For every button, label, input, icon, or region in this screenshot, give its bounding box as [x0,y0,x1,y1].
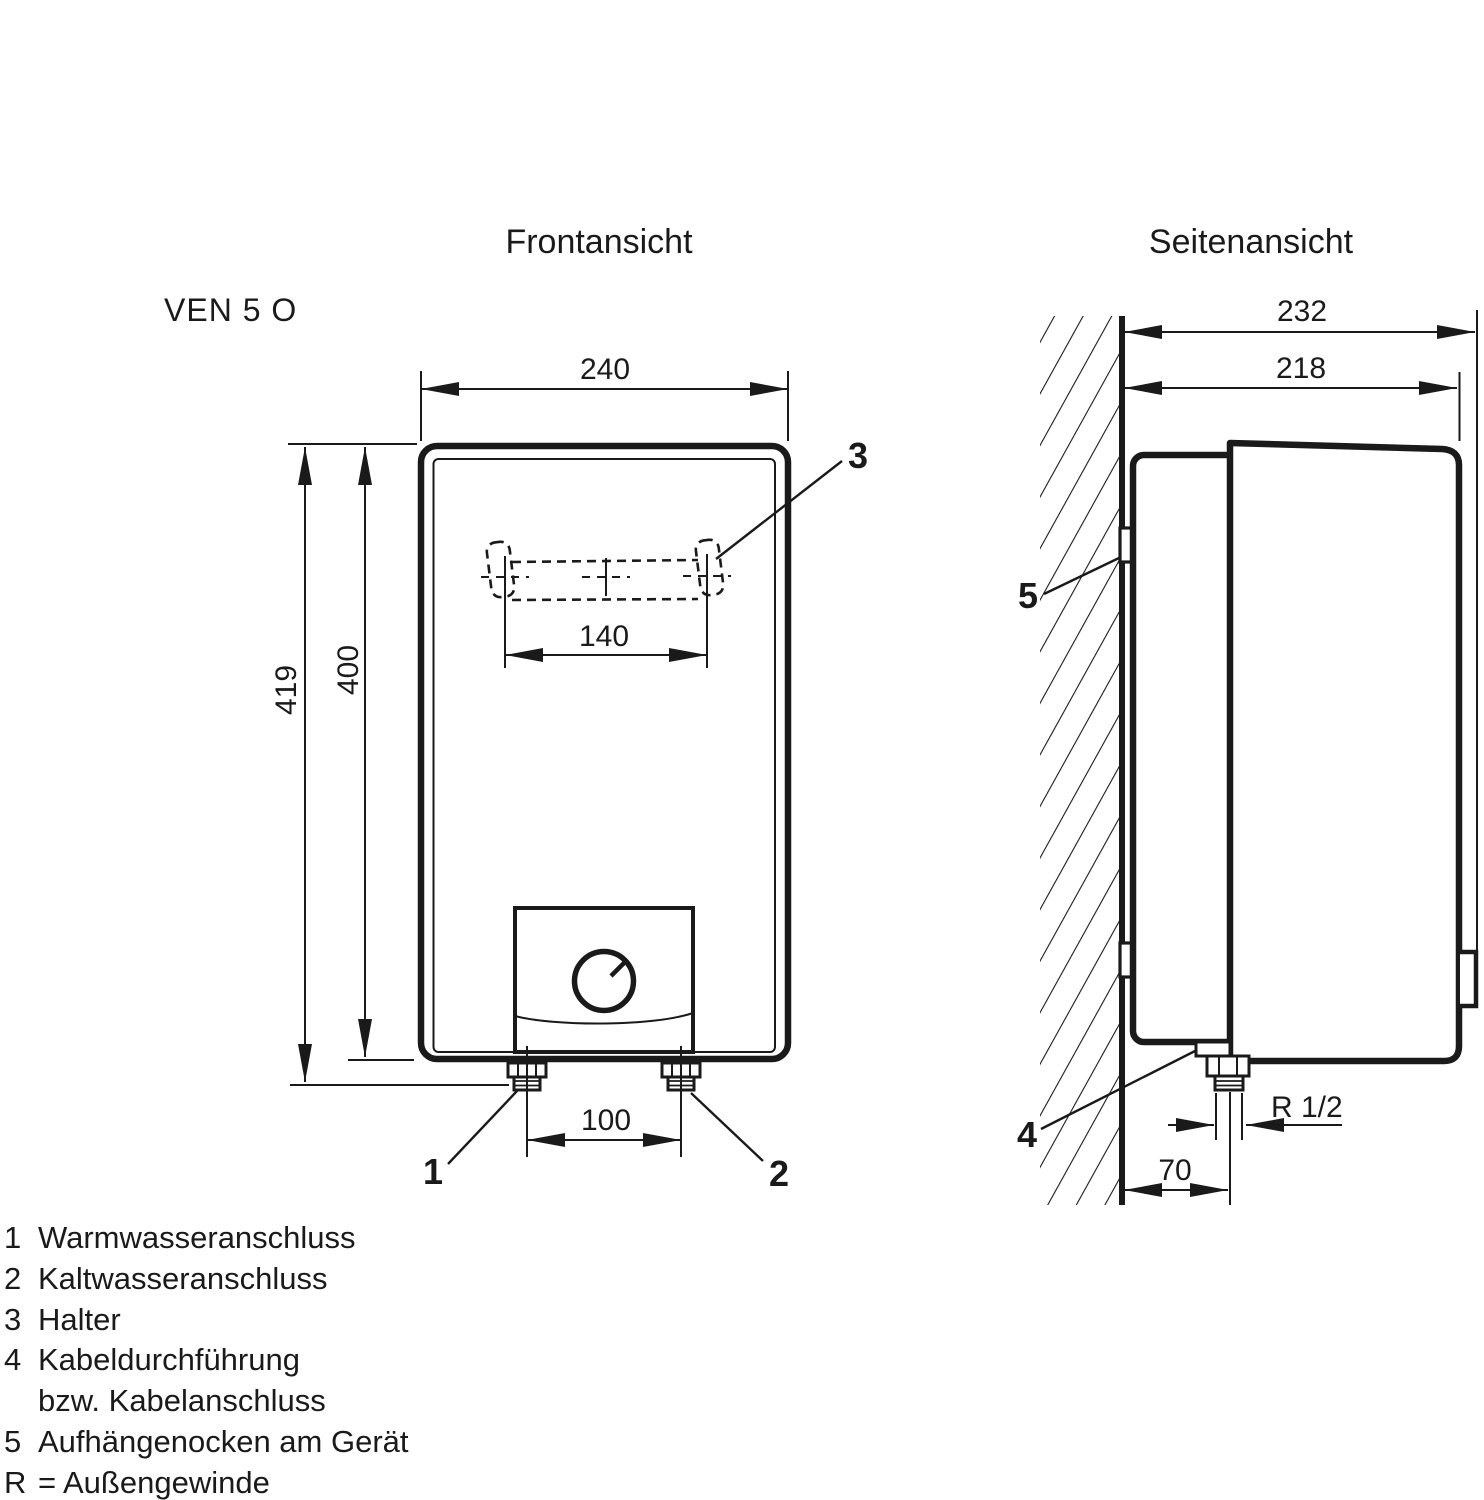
dimension-thread: R 1/2 [1168,1091,1343,1140]
legend-item-key: 2 [4,1260,22,1296]
callout-cam: 5 [1018,575,1038,616]
wall-hatching [1040,316,1121,1205]
panel-wave-line [514,1012,694,1025]
dimension-heights: 419 400 [270,443,509,1086]
callout-cold-water: 2 [769,1153,789,1194]
side-pipe [1205,1054,1251,1092]
dimension-pipes-100: 100 [526,1046,682,1157]
legend-item-text: Kaltwasseranschluss [38,1260,328,1296]
dim-width-label: 240 [580,353,630,386]
dim-depth-total-label: 232 [1277,295,1327,328]
front-view: Frontansicht VEN 5 O [164,223,868,1194]
dim-thread-label: R 1/2 [1271,1091,1343,1124]
legend-item-text: bzw. Kabelanschluss [38,1383,326,1419]
legend-item-key: 3 [4,1301,22,1337]
dim-bracket-label: 140 [579,620,629,653]
callout-1-leader [447,1090,518,1165]
dimension-depth-218: 218 [1124,352,1461,441]
dim-pipe-wall-offset-label: 70 [1158,1154,1191,1187]
callout-hot-water: 1 [423,1151,443,1192]
legend-item-cold-water: 2 Kaltwasseranschluss [4,1259,409,1300]
dimension-width-240: 240 [420,353,789,441]
dim-height-total-label: 419 [270,665,303,715]
callout-4-leader [1040,1048,1198,1131]
front-view-title: Frontansicht [505,223,693,261]
side-view: Seitenansicht 232 [1017,223,1479,1205]
legend-item-key: 5 [4,1423,22,1459]
legend-item-hot-water: 1 Warmwasseranschluss [4,1218,409,1259]
side-view-title: Seitenansicht [1149,223,1354,261]
legend-item-thread: R = Außengewinde [4,1463,409,1500]
dim-height-body-label: 400 [332,645,365,695]
callout-2-leader [690,1092,764,1162]
legend-item-text: = Außengewinde [38,1464,270,1500]
legend-item-text: Kabeldurchführung [38,1342,300,1378]
callout-5-leader [1043,556,1120,596]
cable-entry [1194,1040,1232,1058]
legend-item-key: 1 [4,1220,22,1255]
legend-item-text: Halter [38,1301,121,1337]
callout-cable: 4 [1017,1114,1037,1155]
knob-pointer [609,958,629,978]
legend-item-key: R [4,1464,27,1500]
legend-item-cable: 4 Kabeldurchführung [4,1340,409,1381]
callout-bracket: 3 [848,435,868,476]
dimension-bracket-140: 140 [505,620,707,662]
legend-item-key [4,1381,38,1422]
legend-item-key: 4 [4,1342,22,1378]
dim-pipe-spacing-label: 100 [581,1104,631,1137]
device-cover-side [1226,439,1463,1065]
legend-item-text: Aufhängenocken am Gerät [38,1423,409,1459]
callout-3-leader [715,460,843,560]
cover-side-lug [1460,949,1479,1009]
device-body-side [1129,451,1241,1046]
legend-item-cable-cont: bzw. Kabelanschluss [4,1381,409,1422]
dimension-depth-232: 232 [1124,295,1478,950]
mounting-bracket-dashed [481,538,731,668]
legend-item-cam: 5 Aufhängenocken am Gerät [4,1422,409,1463]
legend: 1 Warmwasseranschluss 2 Kaltwasseranschl… [4,1218,409,1500]
dimension-offset-70: 70 [1124,1092,1231,1205]
dim-depth-body-label: 218 [1276,352,1326,385]
legend-item-bracket: 3 Halter [4,1300,409,1341]
model-label: VEN 5 O [164,292,297,328]
legend-item-text: Warmwasseranschluss [38,1220,356,1255]
